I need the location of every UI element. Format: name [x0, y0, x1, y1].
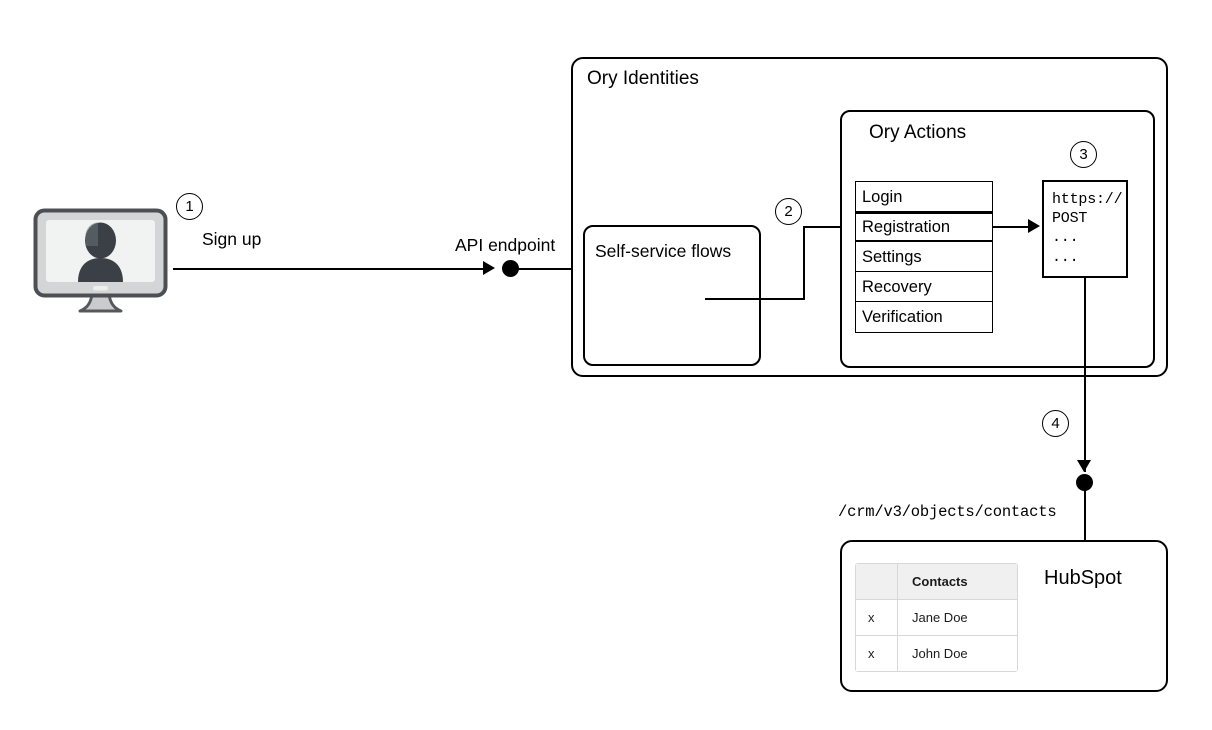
signup-arrowhead [483, 261, 495, 275]
registration-to-webhook-arrowhead [1028, 219, 1040, 233]
webhook-to-hubspot-line [1084, 278, 1086, 472]
hubspot-endpoint-path: /crm/v3/objects/contacts [838, 503, 1057, 521]
row-mark-cell: x [855, 599, 898, 636]
api-endpoint-dot [502, 260, 519, 277]
user-monitor-icon [33, 208, 168, 326]
hubspot-title: HubSpot [1044, 567, 1122, 589]
column-header-contacts: Contacts [897, 563, 1018, 600]
api-endpoint-label: API endpoint [455, 235, 556, 255]
webhook-line-url: https:// [1052, 191, 1123, 208]
table-row[interactable]: x Jane Doe [855, 599, 1018, 636]
action-item-settings[interactable]: Settings [856, 242, 992, 272]
column-header-mark [855, 563, 898, 600]
row-name-cell: John Doe [897, 635, 1018, 672]
hubspot-contacts-table: Contacts x Jane Doe x John Doe [855, 563, 1018, 672]
signup-arrow-line [173, 268, 483, 270]
step-2-marker: 2 [775, 198, 802, 225]
webhook-to-hubspot-arrowhead [1077, 460, 1091, 472]
step-4-marker: 4 [1042, 410, 1069, 437]
row-name-cell: Jane Doe [897, 599, 1018, 636]
action-item-registration[interactable]: Registration [856, 212, 992, 242]
ory-actions-title: Ory Actions [869, 122, 967, 143]
action-item-verification[interactable]: Verification [856, 302, 992, 332]
step-1-marker: 1 [176, 193, 203, 220]
self-service-flows-box [583, 225, 761, 366]
table-header-row: Contacts [855, 563, 1018, 600]
hubspot-endpoint-stub-line [1084, 489, 1086, 541]
ory-identities-title: Ory Identities [587, 68, 699, 89]
webhook-line-body-1: ... [1052, 229, 1079, 247]
webhook-line-method: POST [1052, 210, 1088, 228]
self-service-flows-title: Self-service flows [595, 241, 732, 261]
hubspot-endpoint-dot [1076, 474, 1093, 491]
registration-to-webhook-line [993, 226, 1029, 228]
table-row[interactable]: x John Doe [855, 635, 1018, 672]
flows-to-registration-segment-2 [803, 226, 805, 299]
action-item-login[interactable]: Login [856, 182, 992, 212]
flows-to-registration-segment-3 [803, 226, 844, 228]
webhook-line-body-2: ... [1052, 248, 1079, 266]
webhook-code-box: https:// POST ... ... [1042, 180, 1128, 278]
flows-to-registration-segment-1 [705, 298, 805, 300]
api-endpoint-stub-line [517, 268, 573, 270]
signup-label: Sign up [202, 229, 262, 249]
ory-actions-list[interactable]: Login Registration Settings Recovery Ver… [855, 181, 993, 333]
action-item-recovery[interactable]: Recovery [856, 272, 992, 302]
step-3-marker: 3 [1070, 141, 1097, 168]
row-mark-cell: x [855, 635, 898, 672]
